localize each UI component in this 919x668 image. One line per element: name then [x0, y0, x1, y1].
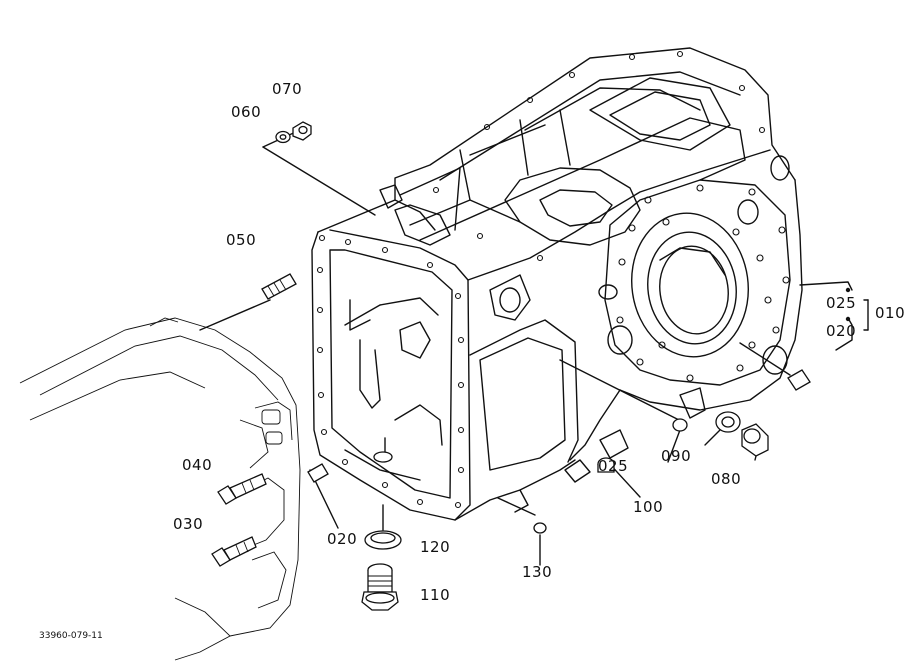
part-label-020-right: 020 [826, 322, 857, 340]
plug-130 [533, 522, 547, 534]
leader-lines [199, 129, 869, 566]
drawing-code: 33960-079-11 [39, 631, 103, 641]
adjacent-housing-outline [19, 317, 301, 661]
washer-060 [275, 130, 291, 144]
part-label-025-bottom: 025 [598, 457, 629, 475]
plug-080 [741, 423, 769, 457]
seal-090 [715, 411, 741, 433]
nut-070 [292, 121, 312, 141]
pin-025 [672, 418, 688, 432]
part-label-040: 040 [182, 456, 213, 474]
part-label-025-right: 025 [826, 294, 857, 312]
part-label-030: 030 [173, 515, 204, 533]
bolt-040 [217, 473, 267, 505]
pin-020-left [307, 463, 329, 483]
part-label-050: 050 [226, 231, 257, 249]
part-label-100: 100 [633, 498, 664, 516]
stud-050 [261, 273, 297, 300]
part-label-120: 120 [420, 538, 451, 556]
filter-110 [361, 563, 399, 611]
part-label-080: 080 [711, 470, 742, 488]
part-label-130: 130 [522, 563, 553, 581]
small-ring-inside [373, 451, 393, 463]
seal-ring-120 [364, 530, 402, 550]
bolt-030 [211, 536, 257, 567]
part-label-010: 010 [875, 304, 906, 322]
part-label-020-left: 020 [327, 530, 358, 548]
part-label-070: 070 [272, 80, 303, 98]
part-label-060: 060 [231, 103, 262, 121]
transmission-case [311, 47, 803, 521]
plug-100 [597, 457, 615, 473]
bolt-holes [316, 50, 790, 509]
pin-020-right [787, 369, 811, 391]
part-label-090: 090 [661, 447, 692, 465]
part-label-110: 110 [420, 586, 451, 604]
